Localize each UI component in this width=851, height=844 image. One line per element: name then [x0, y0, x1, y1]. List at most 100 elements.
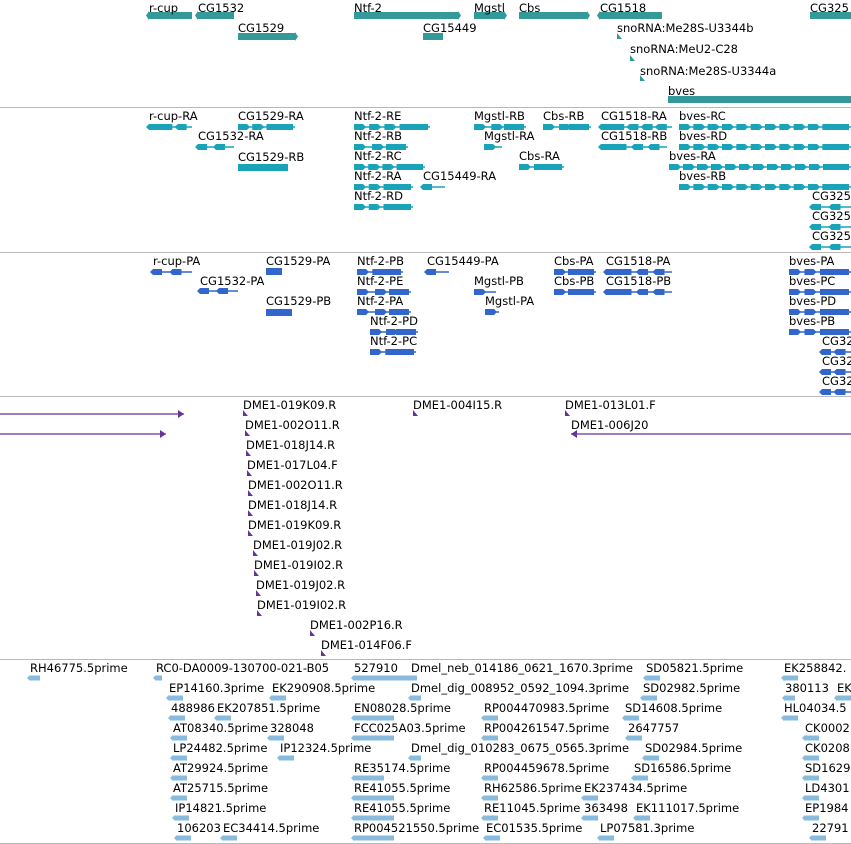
feature-label[interactable]: 106203	[177, 821, 221, 835]
est-track-item-glyph[interactable]	[351, 715, 394, 721]
gene-track-item-glyph[interactable]	[423, 33, 443, 40]
est-track-item-glyph[interactable]	[277, 755, 294, 761]
feature-label[interactable]: DME1-018J14.R	[246, 438, 336, 452]
feature-label[interactable]: CG1529-RB	[238, 150, 305, 164]
est-track-item-glyph[interactable]	[408, 675, 417, 681]
feature-label[interactable]: CG325	[812, 209, 851, 223]
feature-label[interactable]: Cbs-PA	[554, 254, 594, 268]
est-track-item-glyph[interactable]	[802, 775, 819, 781]
clone-end-track-item-glyph[interactable]	[245, 430, 250, 436]
feature-label[interactable]: SD16586.5prime	[634, 761, 732, 775]
clone-end-track-item-glyph[interactable]	[321, 650, 326, 656]
feature-label[interactable]: CG15449	[423, 21, 477, 35]
feature-label[interactable]: 2647757	[628, 721, 680, 735]
feature-label[interactable]: SD02984.5prime	[645, 741, 743, 755]
gene-track-item-glyph[interactable]	[640, 75, 645, 81]
transcript-track-item-glyph[interactable]	[238, 124, 295, 130]
protein-track-item-glyph[interactable]	[554, 269, 596, 275]
est-track-item-glyph[interactable]	[408, 755, 421, 761]
feature-label[interactable]: DME1-017L04.F	[247, 458, 338, 472]
est-track-item-glyph[interactable]	[351, 775, 384, 781]
track-separator[interactable]	[0, 659, 851, 660]
feature-label[interactable]: CG325	[812, 229, 851, 243]
protein-track-item-glyph[interactable]	[150, 269, 192, 275]
est-track-item-glyph[interactable]	[802, 815, 819, 821]
feature-label[interactable]: RH46775.5prime	[30, 661, 128, 675]
feature-label[interactable]: LP24482.5prime	[173, 741, 268, 755]
feature-label[interactable]: DME1-004I15.R	[413, 398, 503, 412]
feature-label[interactable]: Mgstl-PA	[485, 294, 535, 308]
feature-label[interactable]: Mgstl	[474, 1, 505, 15]
est-track-item-glyph[interactable]	[631, 775, 648, 781]
feature-label[interactable]: AT29924.5prime	[173, 761, 269, 775]
est-track-item-glyph[interactable]	[214, 715, 231, 721]
feature-label[interactable]: RC0-DA0009-130700-021-B05	[156, 661, 330, 675]
feature-label[interactable]: CK0002	[805, 721, 850, 735]
gene-track-item-glyph[interactable]	[474, 11, 507, 20]
clone-end-track-item-glyph[interactable]	[253, 550, 258, 556]
feature-label[interactable]: Ntf-2-RA	[354, 169, 402, 183]
feature-label[interactable]: r-cup-RA	[149, 109, 198, 123]
est-track-item-glyph[interactable]	[351, 795, 394, 801]
est-track-item-glyph[interactable]	[351, 815, 394, 821]
feature-label[interactable]: snoRNA:Me28S-U3344a	[640, 64, 777, 78]
feature-label[interactable]: Mgstl-PB	[474, 274, 524, 288]
feature-label[interactable]: EP1984	[805, 801, 849, 815]
feature-label[interactable]: bves	[668, 84, 696, 98]
feature-label[interactable]: EK207851.5prime	[217, 701, 321, 715]
feature-label[interactable]: SD14608.5prime	[625, 701, 723, 715]
est-track-item-glyph[interactable]	[643, 675, 660, 681]
transcript-track-item-glyph[interactable]	[543, 124, 591, 130]
feature-label[interactable]: Ntf-2-PB	[357, 254, 404, 268]
feature-label[interactable]: r-cup	[149, 1, 179, 15]
feature-label[interactable]: FCC025A03.5prime	[354, 721, 466, 735]
feature-label[interactable]: IP12324.5prime	[280, 741, 372, 755]
transcript-track-item-glyph[interactable]	[809, 244, 851, 250]
est-track-item-glyph[interactable]	[166, 695, 183, 701]
protein-track-item-glyph[interactable]	[603, 269, 672, 275]
feature-label[interactable]: Cbs-RB	[543, 109, 585, 123]
est-track-item-glyph[interactable]	[622, 715, 639, 721]
feature-label[interactable]: Ntf-2-RC	[354, 149, 402, 163]
feature-label[interactable]: bves-RC	[679, 109, 726, 123]
feature-label[interactable]: Cbs-PB	[554, 274, 595, 288]
est-track-item-glyph[interactable]	[170, 775, 187, 781]
track-separator[interactable]	[0, 396, 851, 397]
protein-track-item-glyph[interactable]	[485, 309, 499, 315]
feature-label[interactable]: 22791	[812, 821, 849, 835]
transcript-track-item-glyph[interactable]	[354, 124, 430, 130]
est-track-item-glyph[interactable]	[802, 755, 819, 761]
feature-label[interactable]: CG15449-RA	[423, 169, 497, 183]
feature-label[interactable]: IP14821.5prime	[175, 801, 267, 815]
transcript-track-item-glyph[interactable]	[809, 224, 851, 230]
protein-track-item-glyph[interactable]	[789, 269, 851, 275]
clone-end-track-item-glyph[interactable]	[246, 450, 251, 456]
est-track-item-glyph[interactable]	[481, 715, 498, 721]
feature-label[interactable]: LD4301	[805, 781, 850, 795]
est-track-item-glyph[interactable]	[408, 695, 421, 701]
feature-label[interactable]: bves-PB	[789, 314, 836, 328]
transcript-track-item-glyph[interactable]	[420, 184, 445, 190]
protein-track-item-glyph[interactable]	[474, 289, 496, 295]
gene-track-item-glyph[interactable]	[354, 11, 461, 20]
feature-label[interactable]: Mgstl-RB	[474, 109, 525, 123]
feature-label[interactable]: Cbs-RA	[519, 149, 560, 163]
feature-label[interactable]: DME1-018J14.R	[248, 498, 338, 512]
est-track-item-glyph[interactable]	[269, 695, 286, 701]
transcript-track-item-glyph[interactable]	[679, 184, 851, 190]
feature-label[interactable]: CG1532-PA	[200, 274, 265, 288]
est-track-item-glyph[interactable]	[633, 815, 650, 821]
est-track-item-glyph[interactable]	[153, 675, 162, 681]
feature-label[interactable]: 328048	[270, 721, 314, 735]
feature-label[interactable]: bves-PC	[789, 274, 836, 288]
gene-track-item-glyph[interactable]	[519, 11, 590, 20]
feature-label[interactable]: bves-RD	[679, 129, 728, 143]
protein-track-item-glyph[interactable]	[370, 349, 416, 355]
gene-track-item-glyph[interactable]	[630, 55, 635, 61]
feature-label[interactable]: CG1518	[600, 1, 647, 15]
feature-label[interactable]: CG1532	[198, 1, 245, 15]
transcript-track-item-glyph[interactable]	[354, 204, 413, 210]
clone-end-track-item-glyph[interactable]	[571, 430, 851, 438]
est-track-item-glyph[interactable]	[581, 815, 598, 821]
transcript-track-item-glyph[interactable]	[195, 144, 234, 150]
